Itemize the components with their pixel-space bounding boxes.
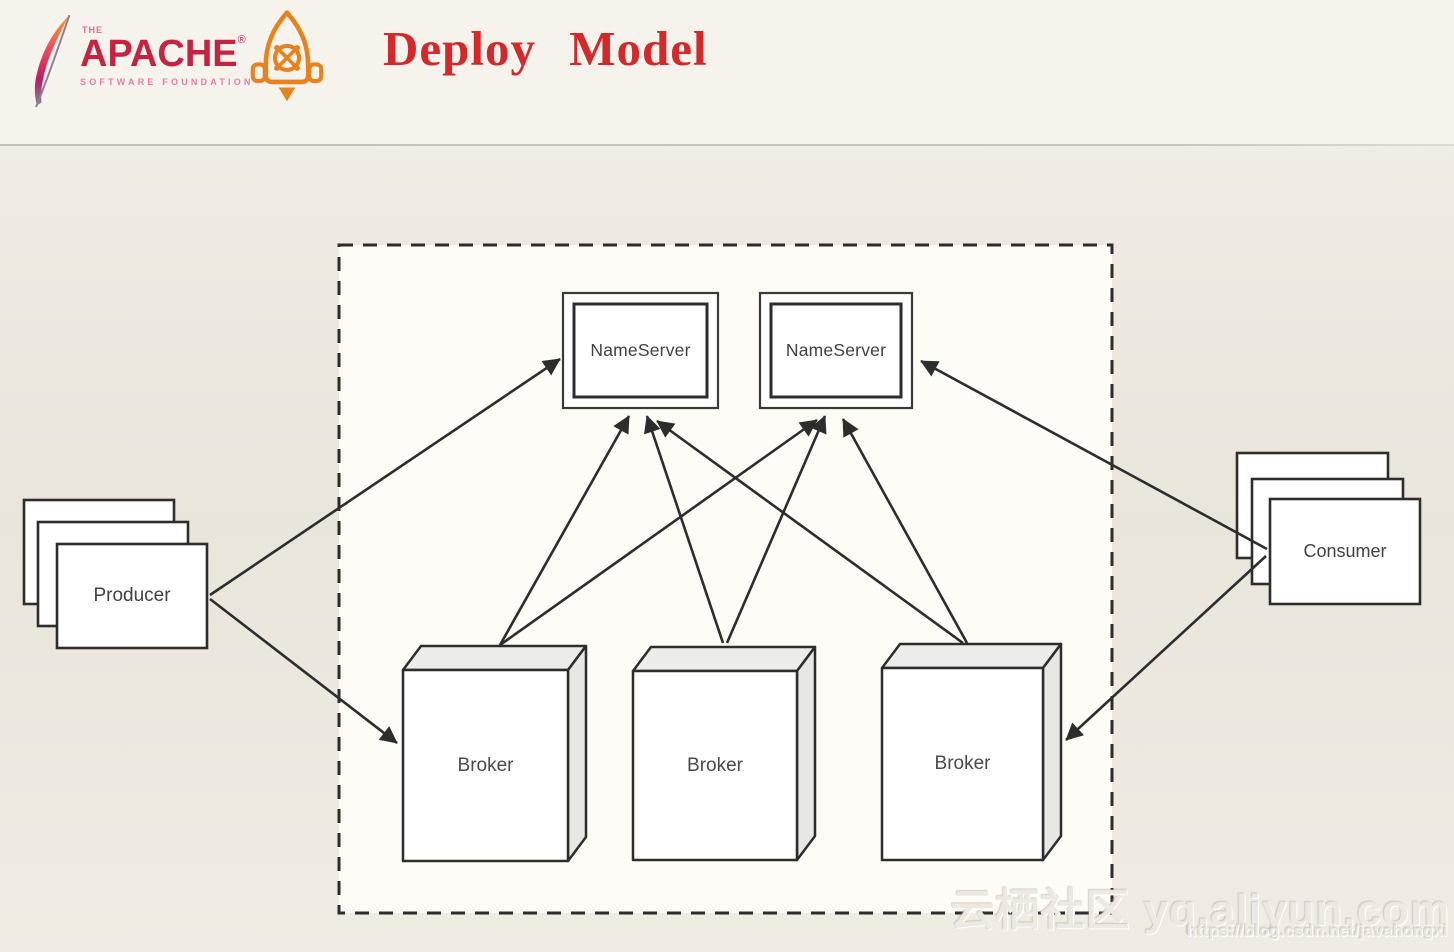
apache-wordmark: THE APACHE® SOFTWARE FOUNDATION [80, 26, 254, 87]
arrow-broker3-to-nameserver1 [656, 419, 964, 645]
apache-name-label: APACHE [80, 33, 238, 75]
apache-registered-mark: ® [237, 34, 246, 46]
broker1-node [401, 644, 588, 863]
broker1-label: Broker [457, 754, 514, 776]
consumer-stack-front [1268, 497, 1422, 606]
producer-stack-back [22, 498, 176, 606]
producer-stack-middle [36, 520, 190, 628]
consumer-label: Consumer [1303, 541, 1387, 561]
arrow-broker2-to-nameserver2 [725, 415, 827, 644]
arrow-broker3-to-nameserver2 [841, 418, 969, 644]
arrow-broker1-to-nameserver2 [499, 418, 818, 647]
arrow-broker1-to-nameserver1 [498, 415, 631, 646]
apache-subtitle-label: SOFTWARE FOUNDATION [80, 77, 254, 87]
producer-label: Producer [93, 585, 171, 606]
page-title: Deploy Model [383, 21, 708, 76]
header-divider [0, 144, 1454, 146]
arrow-broker2-to-nameserver1 [644, 415, 725, 644]
apache-feather-icon [34, 14, 71, 108]
header-bar: THE APACHE® SOFTWARE FOUNDATION Deploy M… [0, 0, 1454, 144]
nameserver2-node [758, 291, 914, 410]
nameserver1-node [561, 291, 720, 410]
consumer-stack-back [1235, 451, 1390, 560]
arrow-consumer-to-nameserver2 [920, 359, 1268, 551]
watermark-site: 云栖社区 yq.aliyun.com [950, 886, 1450, 935]
producer-node [22, 498, 209, 650]
arrow-producer-to-nameserver1 [209, 357, 561, 597]
broker3-label: Broker [934, 753, 991, 774]
broker2-node [631, 645, 817, 862]
consumer-stack-middle [1250, 477, 1405, 586]
arrow-producer-to-broker1 [209, 597, 398, 745]
nameserver2-label: NameServer [785, 340, 887, 360]
broker3-node [880, 642, 1063, 862]
producer-stack-front [55, 542, 209, 650]
apache-the-label: THE [82, 25, 103, 35]
broker2-label: Broker [687, 754, 743, 776]
deployment-boundary [337, 243, 1114, 915]
rocketmq-rocket-icon [250, 10, 324, 102]
watermark-url: https://blog.csdn.net/javahongxi [1186, 923, 1448, 940]
consumer-node [1235, 451, 1422, 606]
arrow-consumer-to-broker3 [1065, 555, 1267, 741]
nameserver1-label: NameServer [590, 340, 691, 360]
